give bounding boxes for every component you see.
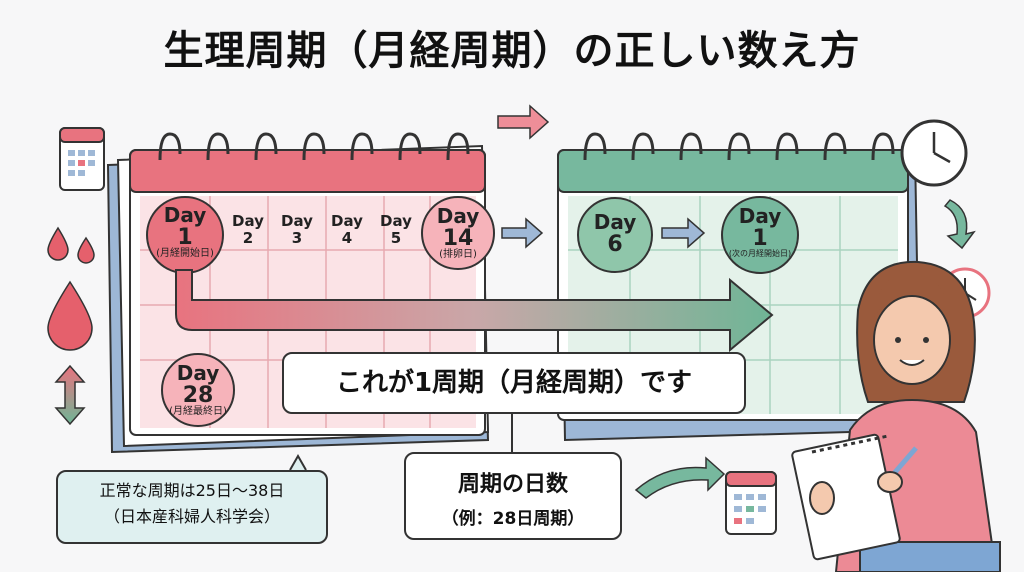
day6-label: Day 6 [593, 210, 637, 257]
day14-label: Day 14 (排卵日) [436, 204, 480, 261]
blood-drop-icon [47, 226, 95, 351]
curved-arrow-icon [634, 456, 726, 499]
cycle-arrow-icon [175, 269, 774, 353]
day28-label: Day 28 (月経最終日) [169, 361, 227, 418]
normal-range-note: 正常な周期は25日〜38日 （日本産科婦人科学会） [56, 470, 328, 544]
small-calendar-icon [59, 127, 105, 191]
normal-range-text: 正常な周期は25日〜38日 [99, 481, 285, 500]
arrow-icon [497, 104, 706, 249]
woman-illustration [791, 260, 1001, 572]
note-pointer [289, 453, 307, 471]
next-day1-label: Day 1 (次の月経開始日) [728, 204, 792, 259]
day1-label: Day 1 (月経開始日) [156, 203, 214, 260]
page-title: 生理周期（月経周期）の正しい数え方 [163, 28, 861, 74]
down-arrow-icon [943, 199, 976, 250]
cycle-days-box: 周期の日数 （例：28日周期） [404, 452, 622, 540]
normal-range-source: （日本産科婦人科学会） [103, 506, 280, 526]
cycle-caption: これが1周期（月経周期）です [282, 352, 746, 414]
up-down-arrow-icon [54, 364, 86, 426]
small-calendar-icon-bottom [725, 471, 777, 535]
cycle-days-title: 周期の日数 [457, 472, 568, 497]
clock-icon [900, 119, 968, 187]
cycle-days-example: （例：28日周期） [441, 509, 585, 529]
